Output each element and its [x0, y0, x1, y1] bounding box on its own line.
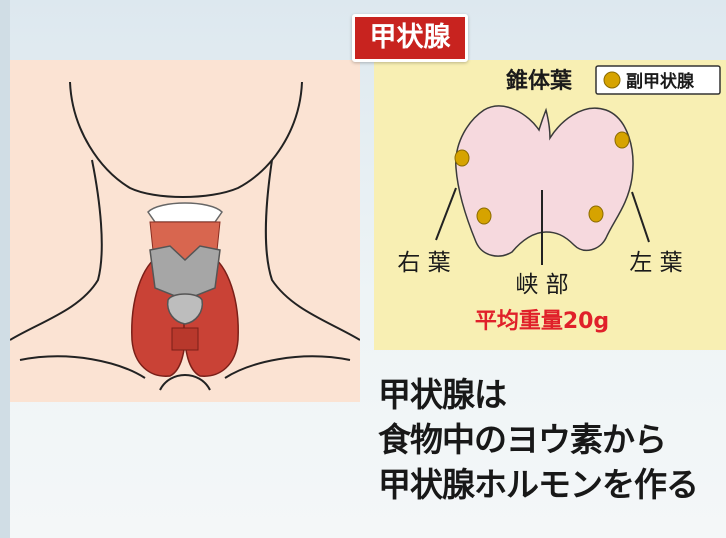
caption-line-2: 食物中のヨウ素から — [378, 417, 726, 462]
pyramidal-lobe-label: 錐体葉 — [506, 68, 573, 94]
parathyroid-dot — [455, 150, 469, 166]
isthmus-label: 峡 部 — [515, 272, 568, 298]
legend-dot-icon — [604, 72, 620, 88]
caption-line-1: 甲状腺は — [378, 372, 726, 417]
right-lobe-label: 右 葉 — [397, 250, 450, 276]
left-frame-border — [0, 0, 10, 538]
caption-line-3: 甲状腺ホルモンを作る — [378, 462, 726, 507]
thyroid-diagram-panel: 錐体葉 副甲状腺 右 葉 峡 部 左 葉 平均重量20g — [374, 60, 726, 350]
neck-anatomy-drawing — [10, 60, 360, 402]
hyoid-bone — [148, 203, 222, 222]
parathyroid-dot — [477, 208, 491, 224]
thyroid-isthmus — [172, 328, 198, 350]
left-lobe-label: 左 葉 — [629, 250, 682, 276]
caption-text: 甲状腺は 食物中のヨウ素から 甲状腺ホルモンを作る — [378, 372, 726, 507]
average-weight-label: 平均重量20g — [475, 308, 609, 334]
thyroid-diagram: 錐体葉 副甲状腺 右 葉 峡 部 左 葉 平均重量20g — [374, 60, 726, 350]
parathyroid-dot — [615, 132, 629, 148]
title-badge: 甲状腺 — [352, 14, 468, 62]
parathyroid-dot — [589, 206, 603, 222]
legend-label: 副甲状腺 — [626, 71, 695, 92]
neck-illustration — [10, 60, 360, 402]
